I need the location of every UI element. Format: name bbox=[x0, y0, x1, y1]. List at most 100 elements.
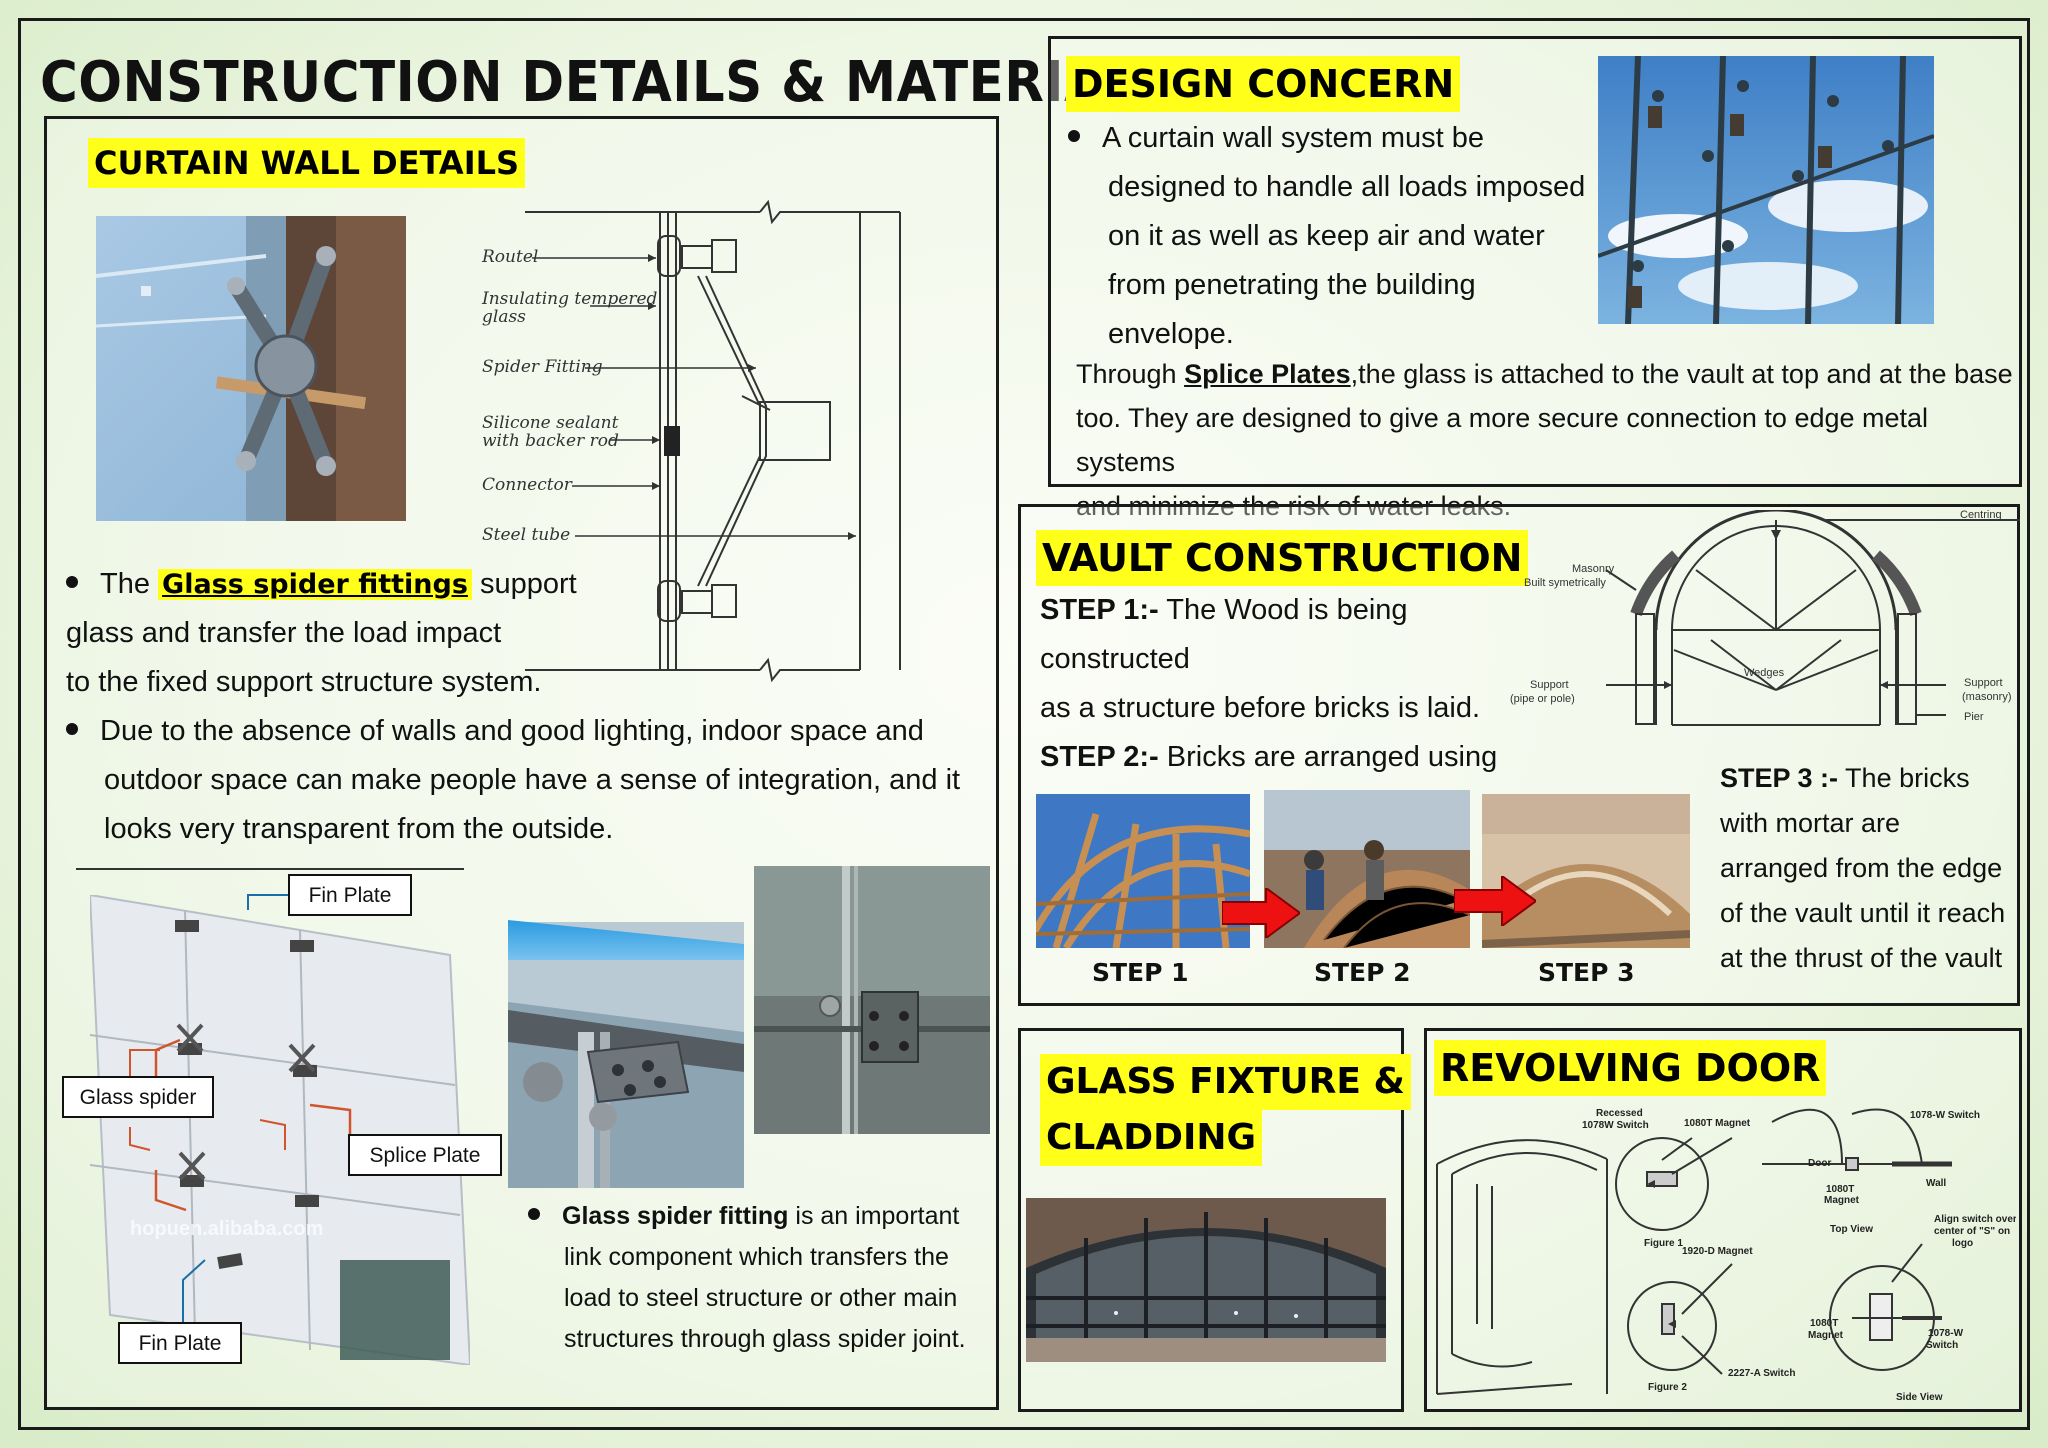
step3-line-2: with mortar are bbox=[1720, 808, 1901, 838]
design-concern-line-4: from penetrating the building bbox=[1108, 269, 1476, 301]
vault-heading: VAULT CONSTRUCTION bbox=[1036, 530, 1529, 586]
bullet-line-6: looks very transparent from the outside. bbox=[104, 813, 614, 845]
rd-wall: Wall bbox=[1926, 1178, 1946, 1189]
rd-1920d-magnet: 1920-D Magnet bbox=[1682, 1246, 1753, 1257]
spider-fittings-paragraph: The Glass spider fittings support glass … bbox=[66, 560, 966, 854]
glass-spider-fittings-keyword: Glass spider fittings bbox=[158, 569, 472, 600]
bullet-line-2: glass and transfer the load impact bbox=[66, 617, 502, 649]
step3-line-4: of the vault until it reach bbox=[1720, 898, 2006, 928]
design-concern-line-1: A curtain wall system must be bbox=[1068, 114, 1588, 163]
spider-fitting-line-4: structures through glass spider joint. bbox=[564, 1325, 966, 1353]
step3-line-3: arranged from the edge bbox=[1720, 853, 2003, 883]
label-silicone-1: Silicone sealant bbox=[482, 413, 619, 433]
divider-line bbox=[76, 868, 464, 870]
glass-spider-fitting-keyword: Glass spider fitting bbox=[562, 1202, 789, 1230]
bullet-line-1: The Glass spider fittings support bbox=[66, 560, 966, 609]
label-insulating-2: glass bbox=[482, 307, 526, 327]
spider-bracket-render-2 bbox=[754, 866, 990, 1134]
bullet-dot bbox=[1068, 130, 1080, 143]
rd-figure-2: Figure 2 bbox=[1648, 1382, 1687, 1393]
step3-line-5: at the thrust of the vault bbox=[1720, 943, 2003, 973]
splice-line-1: Through Splice Plates,the glass is attac… bbox=[1076, 359, 2013, 389]
step1-line-1: STEP 1:- The Wood is being constructed bbox=[1040, 594, 1408, 675]
splice-line-2: too. They are designed to give a more se… bbox=[1076, 403, 1929, 477]
glass-facade-photo bbox=[1598, 56, 1934, 324]
glass-cladding-photo bbox=[1026, 1198, 1386, 1362]
page-frame bbox=[18, 18, 2030, 1430]
rd-2227a-switch: 2227-A Switch bbox=[1728, 1368, 1795, 1379]
rd-door: Door bbox=[1808, 1158, 1831, 1169]
label-routel: Routel bbox=[481, 247, 538, 267]
page-title: CONSTRUCTION DETAILS & MATERIAL bbox=[40, 50, 1138, 115]
label-connector: Connector bbox=[482, 475, 573, 495]
rd-top-1080t: 1080T bbox=[1826, 1184, 1854, 1195]
vault-steps-text: STEP 1:- The Wood is being constructed a… bbox=[1040, 586, 1560, 831]
revolving-door-diagram: Recessed 1078W Switch 1080T Magnet Figur… bbox=[1436, 1108, 2016, 1403]
bullet-dot bbox=[528, 1208, 540, 1221]
rd-side-view: Side View bbox=[1896, 1392, 1943, 1403]
spider-fitting-line-2: link component which transfers the bbox=[564, 1243, 949, 1271]
photo-label-step3: STEP 3 bbox=[1538, 958, 1635, 987]
alibaba-watermark: hopuen.alibaba.com bbox=[130, 1218, 323, 1240]
design-concern-line-5: envelope. bbox=[1108, 318, 1234, 350]
photo-label-step2: STEP 2 bbox=[1314, 958, 1411, 987]
label-silicone-2: with backer rod bbox=[482, 431, 619, 451]
design-concern-bullet: A curtain wall system must be designed t… bbox=[1068, 114, 1588, 359]
label-centring: Centring bbox=[1960, 510, 2002, 521]
glass-curtain-wall-illustration: hopuen.alibaba.com bbox=[90, 895, 470, 1365]
rd-side-switch: Switch bbox=[1926, 1340, 1958, 1351]
spider-fitting-paragraph: Glass spider fitting is an important lin… bbox=[528, 1196, 988, 1360]
callout-splice-plate: Splice Plate bbox=[348, 1134, 502, 1176]
step-arrow-2 bbox=[1454, 876, 1536, 926]
design-concern-line-2: designed to handle all loads imposed bbox=[1108, 171, 1586, 203]
rd-1078w-switch-top: 1078-W Switch bbox=[1910, 1110, 1980, 1121]
rd-side-1078w: 1078-W bbox=[1928, 1328, 1964, 1339]
vault-centring-diagram: Centring Masonry Built symetrically Wedg… bbox=[1510, 510, 2020, 726]
spider-fitting-photo bbox=[96, 216, 406, 521]
rd-1080t-magnet: 1080T Magnet bbox=[1684, 1118, 1751, 1129]
spider-fitting-line-1: Glass spider fitting is an important bbox=[528, 1196, 988, 1237]
spider-fitting-line-3: load to steel structure or other main bbox=[564, 1284, 958, 1312]
label-insulating-1: Insulating tempered bbox=[481, 289, 658, 309]
step2-line-1: STEP 2:- Bricks are arranged using bbox=[1040, 741, 1498, 773]
photo-label-step1: STEP 1 bbox=[1092, 958, 1189, 987]
label-wedges: Wedges bbox=[1744, 667, 1785, 679]
spider-fitting-section-sketch: Routel Insulating tempered glass Spider … bbox=[481, 199, 901, 683]
design-concern-line-3: on it as well as keep air and water bbox=[1108, 220, 1545, 252]
vault-step2-photo bbox=[1264, 790, 1470, 948]
callout-glass-spider: Glass spider bbox=[62, 1076, 214, 1118]
rd-1078w-switch: 1078W Switch bbox=[1582, 1120, 1649, 1131]
callout-fin-plate-top: Fin Plate bbox=[288, 874, 412, 916]
step-arrow-1 bbox=[1222, 888, 1300, 938]
bullet-line-5: outdoor space can make people have a sen… bbox=[104, 764, 961, 796]
bullet-line-4: Due to the absence of walls and good lig… bbox=[66, 707, 966, 756]
label-steel-tube: Steel tube bbox=[482, 525, 570, 545]
label-masonry: Masonry bbox=[1572, 563, 1615, 575]
label-support-right-2: (masonry) bbox=[1962, 691, 2012, 703]
glass-fixture-heading: GLASS FIXTURE & CLADDING bbox=[1040, 1054, 1411, 1166]
spider-bracket-render-1 bbox=[508, 922, 744, 1188]
splice-plates-paragraph: Through Splice Plates,the glass is attac… bbox=[1076, 352, 2016, 528]
vault-step3-photo bbox=[1482, 794, 1690, 948]
step3-line-1: STEP 3 :- The bricks bbox=[1720, 763, 1970, 793]
label-built-sym: Built symetrically bbox=[1524, 577, 1606, 589]
bullet-dot bbox=[66, 576, 78, 589]
design-concern-heading: DESIGN CONCERN bbox=[1066, 56, 1461, 112]
step1-line-2: as a structure before bricks is laid. bbox=[1040, 692, 1481, 724]
rd-top-view: Top View bbox=[1830, 1224, 1873, 1235]
rd-side-1080t: 1080T bbox=[1810, 1318, 1838, 1329]
label-spider: Spider Fitting bbox=[482, 357, 603, 377]
rd-side-magnet: Magnet bbox=[1808, 1330, 1844, 1341]
glass-fixture-heading-line-1: GLASS FIXTURE & bbox=[1040, 1054, 1411, 1110]
curtain-wall-heading: CURTAIN WALL DETAILS bbox=[88, 138, 526, 188]
rd-recessed: Recessed bbox=[1596, 1108, 1643, 1119]
step3-text: STEP 3 :- The bricks with mortar are arr… bbox=[1720, 756, 2010, 981]
label-support-right-1: Support bbox=[1964, 677, 2003, 689]
rd-figure-1: Figure 1 bbox=[1644, 1238, 1683, 1249]
rd-top-magnet: Magnet bbox=[1824, 1195, 1860, 1206]
label-support-left-2: (pipe or pole) bbox=[1510, 693, 1575, 705]
revolving-door-heading: REVOLVING DOOR bbox=[1434, 1040, 1827, 1096]
rd-align-3: logo bbox=[1952, 1238, 1973, 1249]
label-pier: Pier bbox=[1964, 711, 1984, 723]
glass-fixture-heading-line-2: CLADDING bbox=[1040, 1110, 1263, 1166]
